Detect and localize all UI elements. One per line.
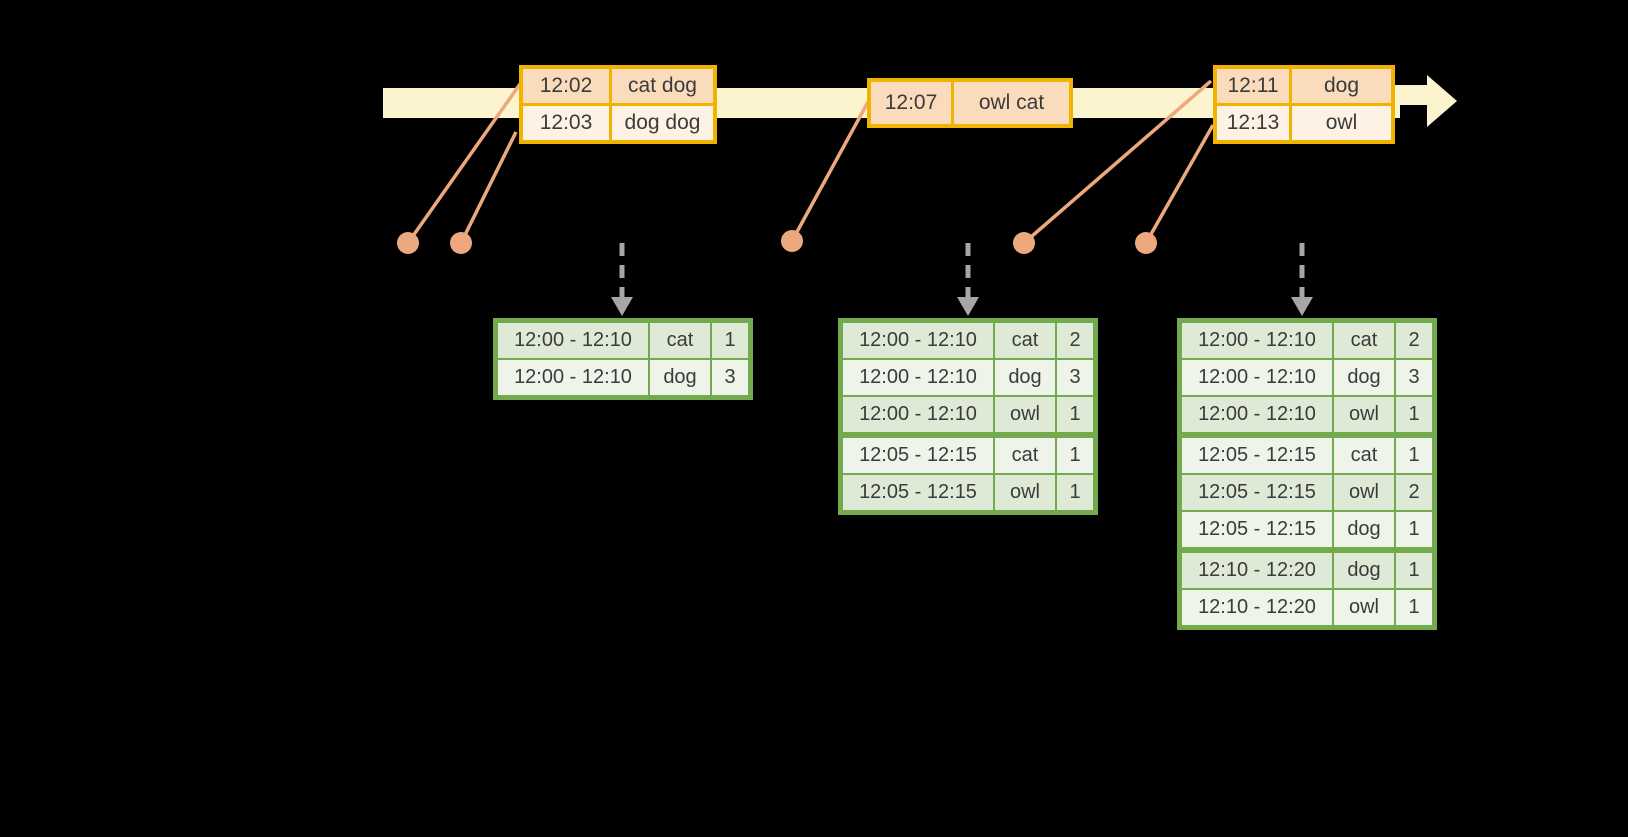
count-cell: 1 [1396,438,1432,473]
connector-line-1213 [1144,124,1215,244]
trigger-arrowhead-icon-1 [611,297,633,316]
event-words-cell: dog [1292,69,1391,103]
count-cell: 1 [1057,397,1093,432]
event-words-cell: cat dog [612,69,713,103]
word-cell: cat [995,438,1055,473]
window-cell: 12:05 - 12:15 [843,475,993,510]
event-row: 12:02 cat dog [523,69,713,103]
event-time-cell: 12:02 [523,69,609,103]
result-row: 12:05 - 12:15 cat 1 [843,438,1093,473]
count-cell: 2 [1057,323,1093,358]
word-cell: cat [995,323,1055,358]
timeline-arrowhead-icon [1427,75,1457,127]
word-cell: cat [1334,323,1394,358]
window-cell: 12:05 - 12:15 [1182,475,1332,510]
word-cell: owl [995,397,1055,432]
result-table-3: 12:00 - 12:10 cat 2 12:00 - 12:10 dog 3 … [1177,318,1437,630]
window-cell: 12:00 - 12:10 [1182,360,1332,395]
event-words-cell: dog dog [612,106,713,140]
connector-line-1202 [406,82,522,245]
event-time-cell: 12:13 [1217,106,1289,140]
result-row: 12:00 - 12:10 dog 3 [1182,360,1432,395]
event-row: 12:11 dog [1217,69,1391,103]
event-row: 12:07 owl cat [871,82,1069,124]
result-row: 12:00 - 12:10 cat 2 [843,323,1093,358]
event-time-cell: 12:07 [871,82,951,124]
count-cell: 3 [1057,360,1093,395]
window-cell: 12:00 - 12:10 [1182,397,1332,432]
event-words-cell: owl cat [954,82,1069,124]
event-dots [397,230,1157,254]
count-cell: 2 [1396,475,1432,510]
result-row: 12:00 - 12:10 dog 3 [843,360,1093,395]
window-cell: 12:10 - 12:20 [1182,590,1332,625]
window-cell: 12:05 - 12:15 [843,438,993,473]
window-cell: 12:05 - 12:15 [1182,512,1332,547]
word-cell: dog [1334,553,1394,588]
window-cell: 12:00 - 12:10 [843,360,993,395]
window-cell: 12:10 - 12:20 [1182,553,1332,588]
word-cell: owl [1334,397,1394,432]
trigger-arrowhead-icon-3 [1291,297,1313,316]
window-cell: 12:00 - 12:10 [498,360,648,395]
count-cell: 1 [1057,475,1093,510]
result-row: 12:00 - 12:10 cat 2 [1182,323,1432,358]
result-table-2: 12:00 - 12:10 cat 2 12:00 - 12:10 dog 3 … [838,318,1098,515]
event-time-cell: 12:03 [523,106,609,140]
event-row: 12:03 dog dog [523,106,713,140]
event-time-cell: 12:11 [1217,69,1289,103]
result-row: 12:00 - 12:10 dog 3 [498,360,748,395]
event-dot-1207 [781,230,803,252]
word-cell: owl [995,475,1055,510]
result-row: 12:00 - 12:10 owl 1 [1182,397,1432,432]
event-dot-1213 [1135,232,1157,254]
word-cell: dog [1334,360,1394,395]
result-row: 12:05 - 12:15 owl 1 [843,475,1093,510]
connector-line-1207 [790,101,870,242]
window-cell: 12:00 - 12:10 [1182,323,1332,358]
word-cell: dog [1334,512,1394,547]
trigger-arrows [611,243,1313,316]
event-dot-1202 [397,232,419,254]
count-cell: 1 [1396,553,1432,588]
result-row: 12:10 - 12:20 dog 1 [1182,553,1432,588]
result-row: 12:00 - 12:10 cat 1 [498,323,748,358]
trigger-arrowhead-icon-2 [957,297,979,316]
result-table-1: 12:00 - 12:10 cat 1 12:00 - 12:10 dog 3 [493,318,753,400]
window-cell: 12:05 - 12:15 [1182,438,1332,473]
result-row: 12:10 - 12:20 owl 1 [1182,590,1432,625]
timeline-arrow-shaft [1390,85,1428,105]
count-cell: 3 [1396,360,1432,395]
result-row: 12:05 - 12:15 dog 1 [1182,512,1432,547]
connector-line-1203 [459,131,518,244]
result-row: 12:05 - 12:15 cat 1 [1182,438,1432,473]
word-cell: owl [1334,475,1394,510]
event-row: 12:13 owl [1217,106,1391,140]
event-batch-table-3: 12:11 dog 12:13 owl [1213,65,1395,144]
event-words-cell: owl [1292,106,1391,140]
result-row: 12:00 - 12:10 owl 1 [843,397,1093,432]
event-dot-1211 [1013,232,1035,254]
window-cell: 12:00 - 12:10 [843,397,993,432]
window-cell: 12:00 - 12:10 [843,323,993,358]
count-cell: 1 [1396,397,1432,432]
event-dot-1203 [450,232,472,254]
word-cell: dog [995,360,1055,395]
event-batch-table-2: 12:07 owl cat [867,78,1073,128]
count-cell: 3 [712,360,748,395]
event-batch-table-1: 12:02 cat dog 12:03 dog dog [519,65,717,144]
word-cell: owl [1334,590,1394,625]
count-cell: 1 [1396,512,1432,547]
result-row: 12:05 - 12:15 owl 2 [1182,475,1432,510]
count-cell: 1 [712,323,748,358]
window-cell: 12:00 - 12:10 [498,323,648,358]
count-cell: 1 [1396,590,1432,625]
word-cell: cat [1334,438,1394,473]
word-cell: cat [650,323,710,358]
word-cell: dog [650,360,710,395]
count-cell: 1 [1057,438,1093,473]
count-cell: 2 [1396,323,1432,358]
